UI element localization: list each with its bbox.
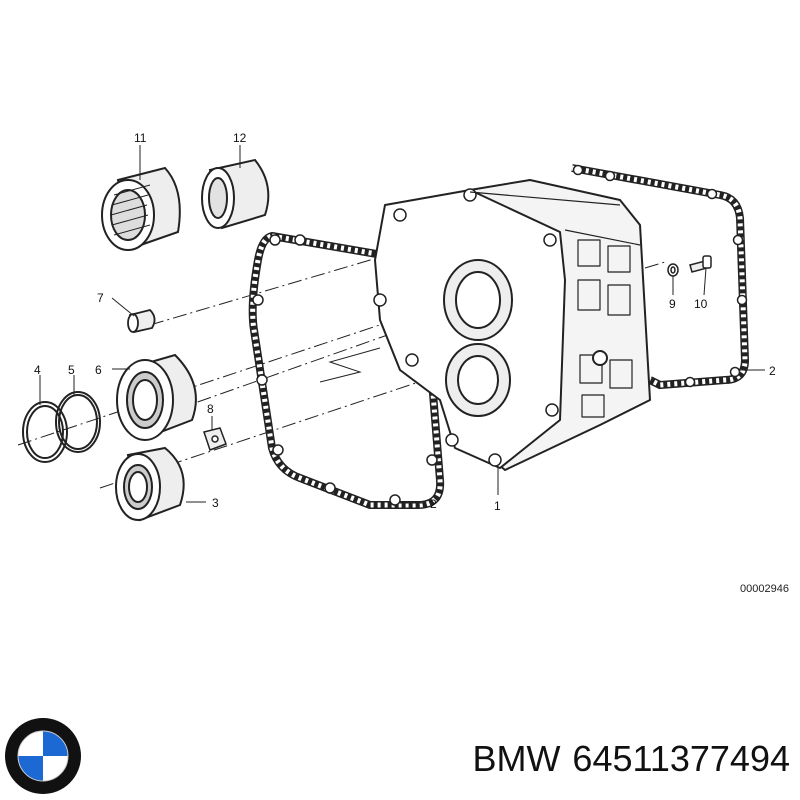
callout-labels: 11 12 7 4 5 6 8 3 2 1 2 9 10 00002946 (34, 131, 789, 595)
callout-3: 3 (212, 496, 219, 510)
callout-11: 11 (134, 131, 147, 145)
bushing (127, 309, 156, 334)
callout-9: 9 (669, 297, 676, 311)
bolt (689, 255, 712, 273)
callout-7: 7 (97, 291, 104, 305)
callout-2-rear: 2 (769, 364, 776, 378)
gearbox-housing (373, 179, 651, 471)
diagram-code: 00002946 (740, 583, 789, 595)
ball-bearing-large (116, 353, 197, 441)
callout-10: 10 (694, 297, 708, 311)
callout-2-front: 2 (430, 497, 437, 511)
hidden-connector (319, 347, 381, 383)
ball-bearing-small (115, 446, 185, 522)
part-caption: BMW 64511377494 (410, 738, 790, 780)
bmw-logo-icon (5, 718, 81, 794)
washer (667, 263, 679, 277)
needle-roller-bearing (101, 166, 181, 251)
shim-ring (22, 401, 68, 463)
callout-5: 5 (68, 363, 75, 377)
callout-12: 12 (233, 131, 247, 145)
gasket-rear (571, 164, 750, 390)
callout-6: 6 (95, 363, 102, 377)
snap-ring (55, 391, 101, 453)
callout-8: 8 (207, 402, 214, 416)
callout-1: 1 (494, 499, 501, 513)
part-number: 64511377494 (572, 738, 790, 779)
clip (203, 427, 227, 451)
brand-name: BMW (472, 738, 561, 779)
callout-4: 4 (34, 363, 41, 377)
leader-lines (39, 145, 765, 504)
sleeve (201, 158, 270, 230)
